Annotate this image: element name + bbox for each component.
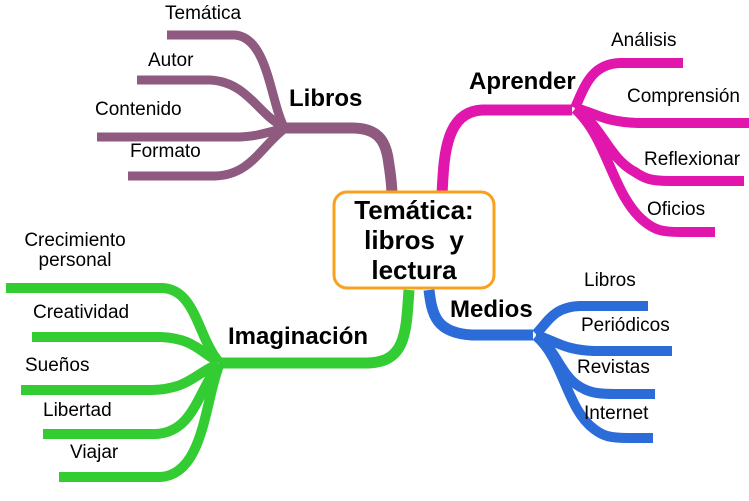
subtopic-formato-label[interactable]: Formato [130,141,201,162]
subtopic-comprension-line [573,103,749,128]
branch-libros-lines [97,30,398,197]
central-topic-line-2: libros y [364,225,464,255]
central-topic[interactable]: Temática: libros y lectura [334,194,494,286]
subtopic-analisis-label[interactable]: Análisis [611,30,677,51]
subtopic-tematica-line [167,30,289,130]
subtopic-libros-medios-label[interactable]: Libros [584,270,636,291]
branch-imaginacion-trunk-line [219,289,415,369]
central-topic-line-3: lectura [371,255,457,285]
subtopic-tematica-label[interactable]: Temática [165,3,242,24]
subtopic-periodicos-line [534,330,672,356]
subtopic-libertad-label[interactable]: Libertad [43,400,112,421]
subtopic-formato-line [128,125,287,181]
subtopic-viajar-label[interactable]: Viajar [70,442,119,463]
subtopic-libros-medios-line [532,301,648,338]
subtopic-revistas-label[interactable]: Revistas [577,357,650,378]
subtopic-internet-line [532,332,653,443]
subtopic-contenido-label[interactable]: Contenido [95,99,182,120]
subtopic-autor-line [137,75,287,132]
branch-medios-label[interactable]: Medios [450,296,533,323]
branch-libros-trunk-line [284,122,398,197]
subtopic-viajar-line [59,364,224,482]
central-topic-line-1: Temática: [354,195,474,225]
branch-medios-trunk-line [423,289,533,341]
branch-aprender-trunk-line [436,104,572,195]
subtopic-suenos-label[interactable]: Sueños [25,355,90,376]
central-topic-box [332,190,496,290]
branch-imaginacion-label[interactable]: Imaginación [228,323,369,350]
branch-medios-lines [423,289,672,443]
subtopic-crecimiento-line [6,283,223,366]
subtopic-autor-label[interactable]: Autor [148,50,194,71]
subtopic-analisis-line [570,58,683,110]
subtopic-oficios-label[interactable]: Oficios [647,199,706,220]
subtopic-contenido-line [97,123,286,142]
subtopic-crecimiento-personal-label[interactable]: Crecimiento personal [24,230,126,271]
subtopic-oficios-line [571,105,715,237]
subtopic-internet-label[interactable]: Internet [584,403,649,424]
branch-aprender-lines [436,58,749,237]
subtopic-comprension-label[interactable]: Comprensión [627,86,740,107]
branch-libros-label[interactable]: Libros [289,85,363,112]
subtopic-reflexionar-label[interactable]: Reflexionar [644,149,741,170]
subtopic-creatividad-line [32,332,222,367]
branch-aprender-label[interactable]: Aprender [469,68,576,95]
subtopic-creatividad-label[interactable]: Creatividad [33,302,130,323]
branch-imaginacion-lines [6,283,415,482]
subtopic-periodicos-label[interactable]: Periódicos [581,315,670,336]
